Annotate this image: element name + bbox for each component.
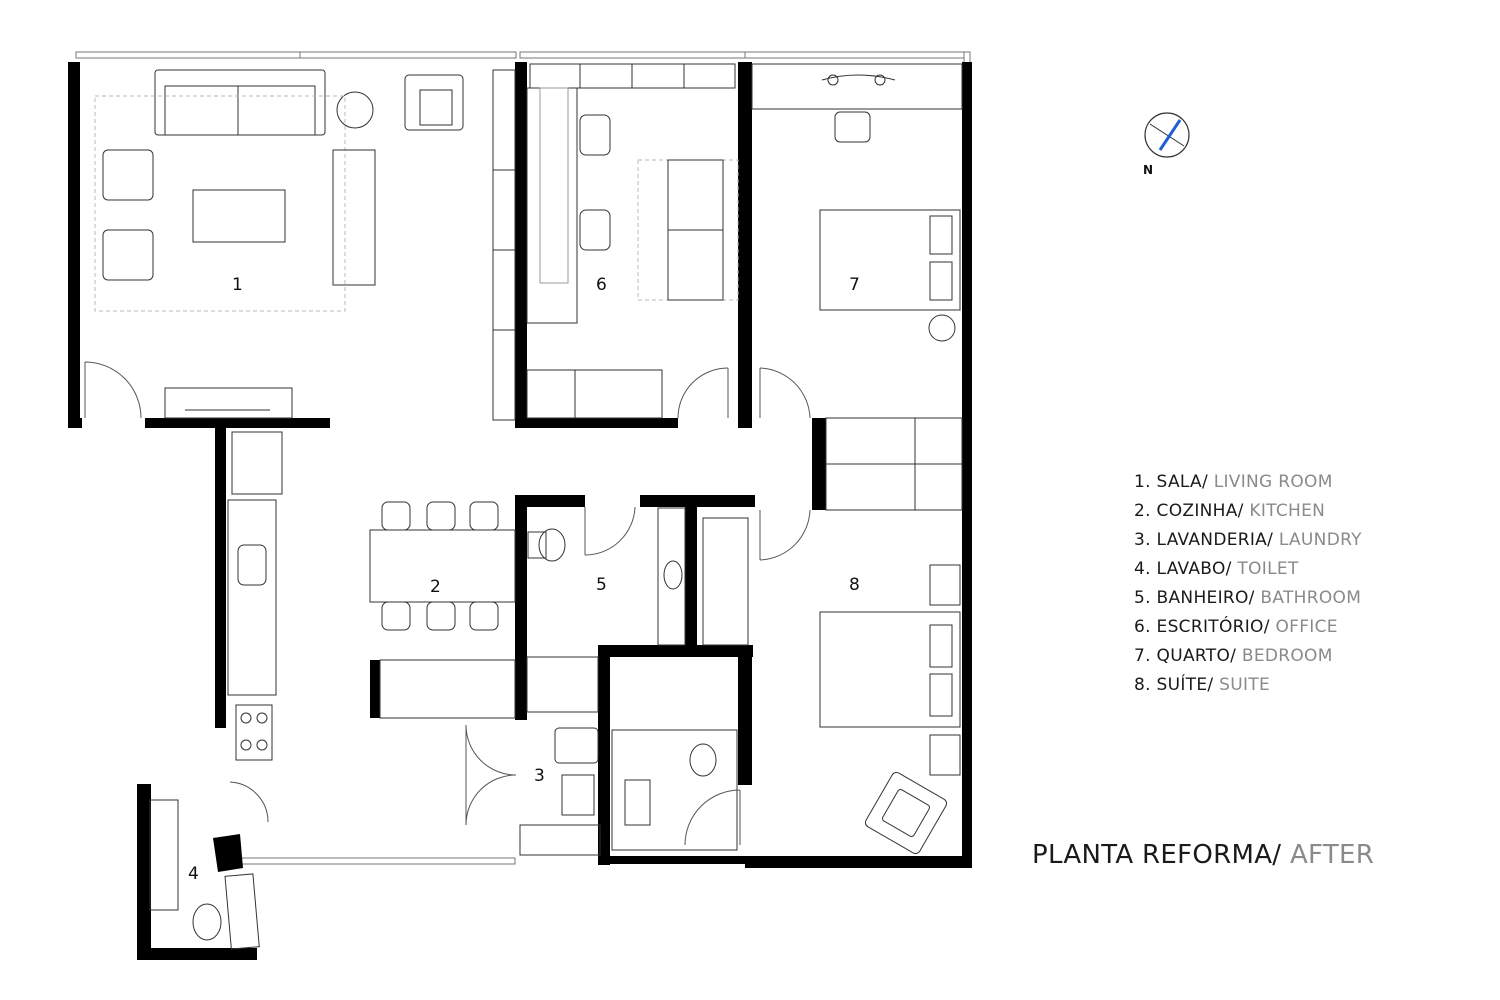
plan-title: PLANTA REFORMA/ AFTER xyxy=(1032,840,1374,870)
legend-item-office: 6. ESCRITÓRIO/ OFFICE xyxy=(1134,617,1338,637)
room-numbers: 1 2 3 4 5 6 7 8 xyxy=(188,275,860,884)
legend-item-living-room: 1. SALA/ LIVING ROOM xyxy=(1134,472,1333,492)
exterior-walls xyxy=(68,62,972,960)
legend-item-bathroom: 5. BANHEIRO/ BATHROOM xyxy=(1134,588,1362,608)
compass-icon: N xyxy=(1143,112,1190,177)
legend-item-suite: 8. SUÍTE/ SUITE xyxy=(1134,675,1271,695)
legend-item-laundry: 3. LAVANDERIA/ LAUNDRY xyxy=(1134,530,1362,550)
doors xyxy=(84,361,811,846)
plan-title-pt: PLANTA REFORMA/ xyxy=(1032,840,1282,870)
plan-title-en: AFTER xyxy=(1281,840,1375,870)
room-number-6: 6 xyxy=(596,275,607,295)
interior-walls xyxy=(68,62,826,872)
room-legend: 1. SALA/ LIVING ROOM 2. COZINHA/ KITCHEN… xyxy=(1134,470,1362,702)
compass-label: N xyxy=(1143,163,1153,177)
legend-item-kitchen: 2. COZINHA/ KITCHEN xyxy=(1134,501,1326,521)
room-number-2: 2 xyxy=(430,577,441,597)
legend-item-bedroom: 7. QUARTO/ BEDROOM xyxy=(1134,646,1333,666)
legend-item-toilet: 4. LAVABO/ TOILET xyxy=(1134,559,1299,579)
furniture xyxy=(94,63,963,950)
room-number-5: 5 xyxy=(596,575,607,595)
room-number-7: 7 xyxy=(849,275,860,295)
room-number-3: 3 xyxy=(534,766,545,786)
windows xyxy=(75,51,971,865)
room-number-4: 4 xyxy=(188,864,199,884)
room-number-1: 1 xyxy=(232,275,243,295)
room-number-8: 8 xyxy=(849,575,860,595)
